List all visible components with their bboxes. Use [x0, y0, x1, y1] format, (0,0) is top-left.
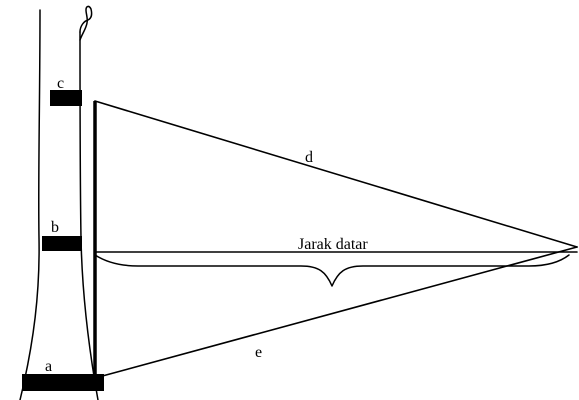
tree-branch-outline	[79, 5, 93, 41]
label-e: e	[255, 344, 262, 361]
horizontal-distance-brace	[94, 254, 570, 287]
label-a: a	[45, 358, 52, 375]
line-e	[94, 246, 578, 379]
label-c: c	[57, 75, 64, 92]
line-d	[94, 100, 578, 248]
band-a	[22, 374, 104, 391]
tree-trunk-left-outline	[19, 9, 41, 400]
band-b	[42, 236, 82, 251]
label-horizontal-distance: Jarak datar	[298, 236, 368, 253]
band-c	[50, 90, 82, 106]
label-d: d	[305, 149, 313, 166]
label-b: b	[51, 219, 59, 236]
